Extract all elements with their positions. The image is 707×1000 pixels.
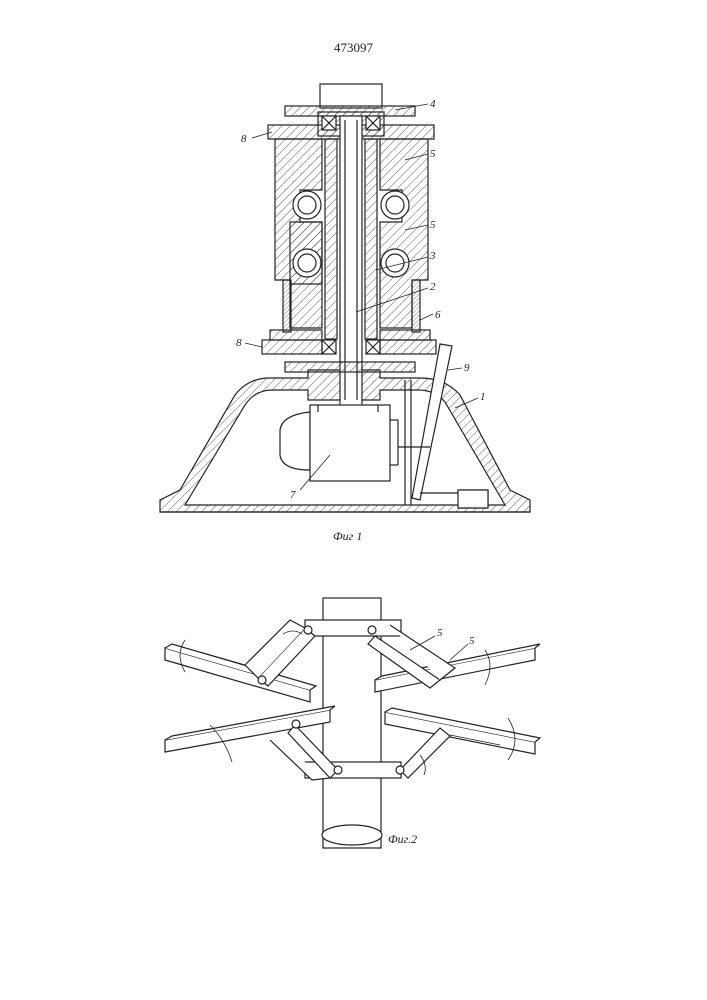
label-8-bottom: 8 [236, 337, 242, 349]
motor [280, 405, 398, 481]
label-5-lower: 5 [430, 219, 436, 231]
figure-1 [160, 84, 530, 512]
inner-sleeve-left [325, 139, 337, 339]
label-5-upper: 5 [430, 148, 436, 160]
figure-2 [165, 598, 540, 848]
label-5-fig2-left: 5 [437, 627, 443, 639]
bottom-flange [262, 340, 322, 354]
right-liner [412, 280, 420, 332]
label-1: 1 [480, 391, 486, 403]
right-body [380, 139, 428, 328]
inner-sleeve-right [365, 139, 377, 339]
label-5-fig2-right: 5 [469, 635, 475, 647]
figure-1-caption: Фиг 1 [333, 529, 362, 543]
label-9: 9 [464, 362, 470, 374]
shaft-top [320, 84, 382, 108]
label-8-top: 8 [241, 133, 247, 145]
label-6: 6 [435, 309, 441, 321]
left-liner [283, 280, 291, 332]
label-2: 2 [430, 281, 436, 293]
figure-2-caption: Фиг.2 [388, 832, 417, 846]
label-3: 3 [429, 250, 436, 262]
label-7: 7 [290, 489, 296, 501]
label-4: 4 [430, 98, 436, 110]
